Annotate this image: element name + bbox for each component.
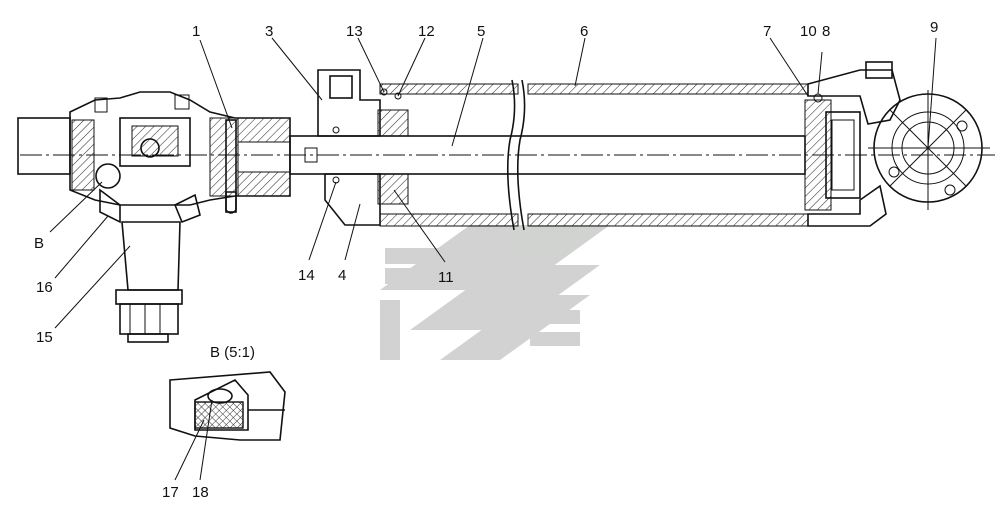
detail-view-b [169,371,286,441]
label-18: 18 [192,484,209,501]
label-16: 16 [36,279,53,296]
lower-stem [115,221,183,343]
valve-housing [17,91,291,224]
label-3: 3 [265,23,273,40]
label-view-b: B [34,235,44,252]
part-labels: 1 3 13 12 5 6 7 10 8 9 14 4 11 B 16 15 B… [34,19,938,501]
gland-assembly [317,69,409,226]
label-14: 14 [298,267,315,284]
eye-end [868,90,990,210]
detail-title: B (5:1) [210,344,255,361]
label-1: 1 [192,23,200,40]
cylinder-barrel [379,79,809,231]
label-13: 13 [346,23,363,40]
label-11: 11 [438,269,454,286]
watermark-logo [380,225,610,360]
label-12: 12 [418,23,435,40]
piston-and-head [804,61,901,227]
label-10: 10 [800,23,817,40]
leader-lines [49,37,937,481]
label-7: 7 [763,23,771,40]
label-5: 5 [477,23,485,40]
label-8: 8 [822,23,830,40]
label-9: 9 [930,19,938,36]
label-6: 6 [580,23,588,40]
label-4: 4 [338,267,346,284]
label-15: 15 [36,329,53,346]
label-17: 17 [162,484,179,501]
